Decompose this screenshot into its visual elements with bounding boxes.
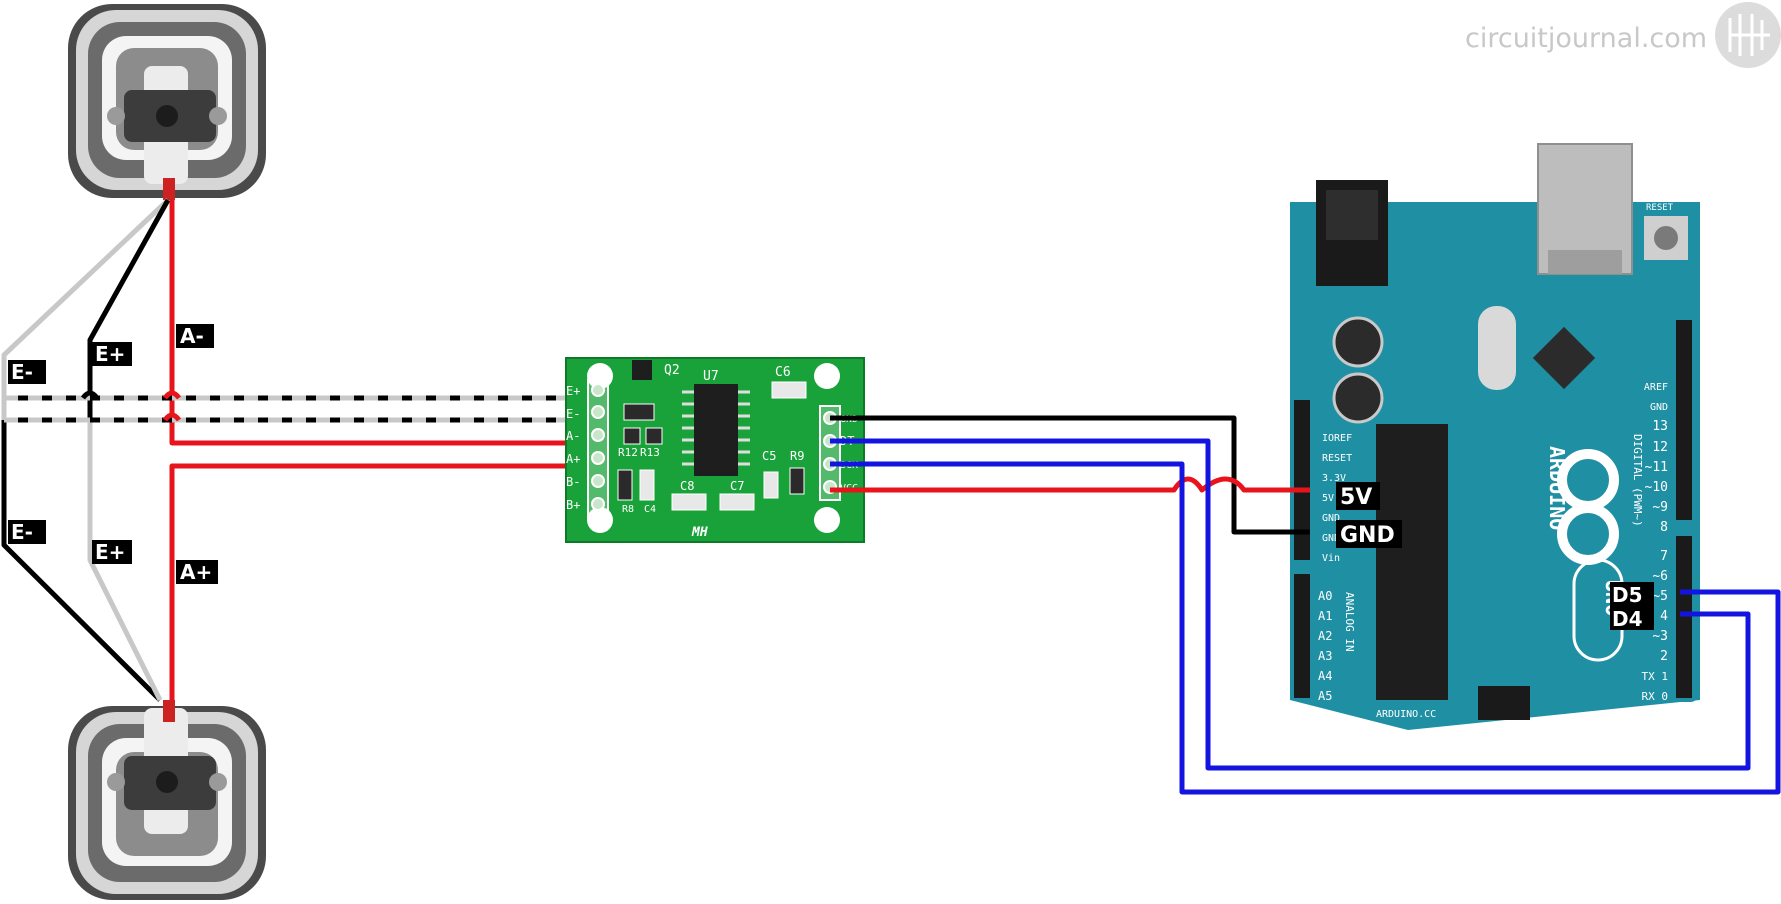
svg-text:E-: E- [11, 520, 33, 544]
arduino-pin-1: TX 1 [1642, 670, 1669, 683]
arduino-pin-a3: A3 [1318, 649, 1332, 663]
arduino-pin-9: ~9 [1652, 500, 1668, 515]
arduino-pin-reset: RESET [1322, 453, 1352, 464]
arduino-pin-5: ~5 [1652, 589, 1668, 604]
arduino-pin-3: ~3 [1652, 629, 1668, 644]
label-d5: D5 [1610, 582, 1654, 607]
pcb-label-c5: C5 [762, 449, 776, 463]
pcb-label-c6: C6 [775, 365, 791, 380]
arduino-pin-4: 4 [1660, 609, 1668, 624]
hx711-pin-e-plus: E+ [566, 384, 580, 398]
svg-text:A-: A- [180, 324, 204, 348]
pcb-label-r9: R9 [790, 449, 804, 463]
svg-text:D5: D5 [1612, 583, 1643, 607]
arduino-pin-gnd-2: GND [1322, 533, 1340, 544]
arduino-pin-ioref: IOREF [1322, 433, 1352, 444]
hx711-pin-a-plus: A+ [566, 452, 580, 466]
arduino-pin-a2: A2 [1318, 629, 1332, 643]
svg-text:E+: E+ [95, 540, 125, 564]
arduino-pin-a0: A0 [1318, 589, 1332, 603]
svg-text:E+: E+ [95, 342, 125, 366]
load-cell-wires [1, 198, 588, 702]
label-e-plus-bottom: E+ [92, 540, 132, 564]
hx711-pin-a-minus: A- [566, 429, 580, 443]
load-cell-bottom [68, 700, 266, 900]
arduino-pin-gnd-1: GND [1322, 513, 1340, 524]
pcb-label-r8: R8 [622, 504, 634, 515]
arduino-pin-12: 12 [1652, 440, 1668, 455]
pcb-label-j1: J1 [590, 366, 606, 381]
arduino-brand-text: ARDUINO [1545, 446, 1569, 530]
arduino-pin-3v3: 3.3V [1322, 473, 1346, 484]
hx711-board: J1 Q2 U7 C6 R12 R13 C5 R9 C8 C7 R8 C4 MH… [565, 357, 865, 543]
pcb-label-c8: C8 [680, 479, 694, 493]
arduino-pin-5v: 5V [1322, 493, 1334, 504]
pcb-label-c4: C4 [644, 504, 656, 515]
label-e-minus-top: E- [8, 360, 46, 384]
arduino-pin-a1: A1 [1318, 609, 1332, 623]
svg-text:5V: 5V [1340, 485, 1372, 510]
label-a-minus: A- [176, 324, 214, 348]
hx711-pin-e-minus: E- [566, 407, 580, 421]
arduino-pin-13: 13 [1652, 419, 1668, 434]
watermark-text: circuitjournal.com [1465, 23, 1707, 54]
arduino-pin-10: ~10 [1645, 480, 1668, 495]
pcb-label-r13: R13 [640, 446, 660, 459]
label-d4: D4 [1610, 606, 1654, 631]
hx711-pin-b-plus: B+ [566, 498, 580, 512]
svg-text:E-: E- [11, 360, 33, 384]
pcb-label-r12: R12 [618, 446, 638, 459]
watermark-logo-icon [1715, 2, 1781, 68]
arduino-pin-vin: Vin [1322, 553, 1340, 564]
arduino-pin-0: RX 0 [1642, 690, 1669, 703]
pcb-label-q2: Q2 [664, 363, 680, 378]
arduino-pin-gnd-d: GND [1650, 402, 1668, 413]
pcb-label-c7: C7 [730, 479, 744, 493]
load-cell-top [68, 4, 266, 200]
arduino-pin-11: ~11 [1645, 460, 1668, 475]
arduino-pin-aref: AREF [1644, 382, 1668, 393]
label-e-plus-top: E+ [92, 342, 132, 366]
pcb-label-mh: MH [691, 525, 708, 540]
arduino-uno-board: ARDUINO UNO ARDUINO.CC RESET DIGITAL (PW… [1290, 143, 1700, 730]
arduino-pin-2: 2 [1660, 649, 1668, 664]
svg-text:D4: D4 [1612, 607, 1643, 631]
arduino-pin-6: ~6 [1652, 569, 1668, 584]
hx711-arduino-wires [830, 415, 1781, 795]
arduino-pin-a5: A5 [1318, 689, 1332, 703]
svg-text:A+: A+ [180, 560, 212, 584]
arduino-analog-text: ANALOG IN [1343, 592, 1356, 652]
arduino-digital-text: DIGITAL (PWM~) [1631, 434, 1644, 527]
arduino-pin-a4: A4 [1318, 669, 1332, 683]
arduino-reset-text: RESET [1646, 203, 1674, 213]
arduino-pin-8: 8 [1660, 520, 1668, 535]
svg-text:GND: GND [1340, 523, 1395, 548]
hx711-pin-b-minus: B- [566, 475, 580, 489]
label-e-minus-bottom: E- [8, 520, 46, 544]
label-5v: 5V [1336, 482, 1380, 510]
arduino-infinity-logo [1557, 449, 1619, 565]
label-a-plus: A+ [176, 560, 218, 584]
label-gnd: GND [1336, 520, 1402, 548]
pcb-label-u7: U7 [703, 369, 719, 384]
arduino-pin-7: 7 [1660, 549, 1668, 564]
arduino-site-text: ARDUINO.CC [1376, 709, 1436, 720]
